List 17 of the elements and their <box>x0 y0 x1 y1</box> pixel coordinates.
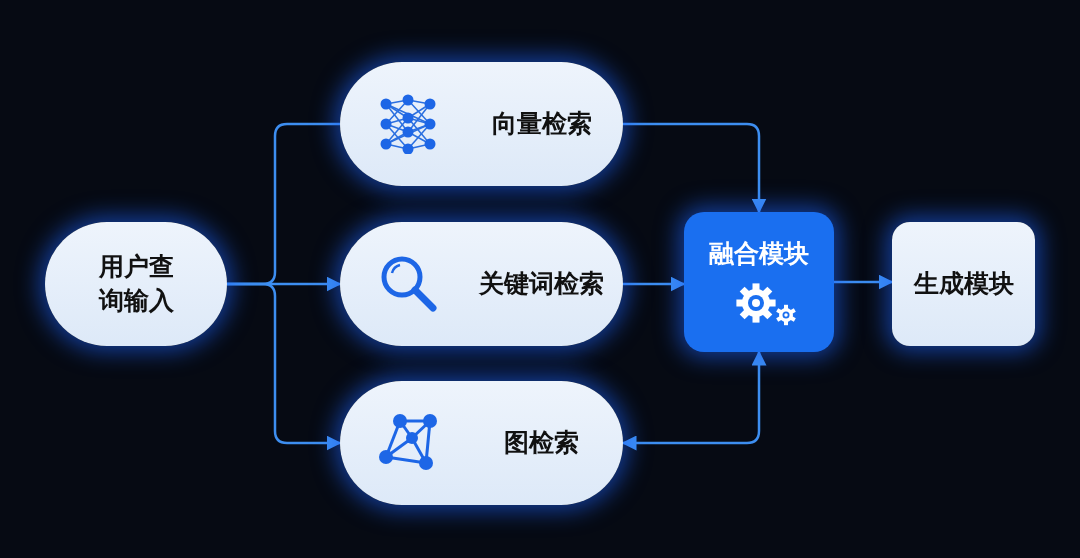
node-label: 关键词检索 <box>479 268 604 301</box>
process-pill <box>340 62 623 186</box>
node-label: 生成模块 <box>913 268 1014 301</box>
arrow <box>227 282 342 451</box>
node-label: 图检索 <box>504 427 579 460</box>
module-box <box>684 212 834 352</box>
node-label: 用户查询输入 <box>97 251 175 317</box>
process-pill <box>340 381 623 505</box>
arrow <box>623 122 767 214</box>
node-label: 融合模块 <box>709 238 809 271</box>
arrow <box>834 274 894 290</box>
process-box <box>892 222 1035 346</box>
arrow <box>621 350 767 451</box>
process-pill <box>340 222 623 346</box>
node-label: 向量检索 <box>491 108 592 141</box>
arrow <box>623 276 686 292</box>
process-pill <box>45 222 227 346</box>
